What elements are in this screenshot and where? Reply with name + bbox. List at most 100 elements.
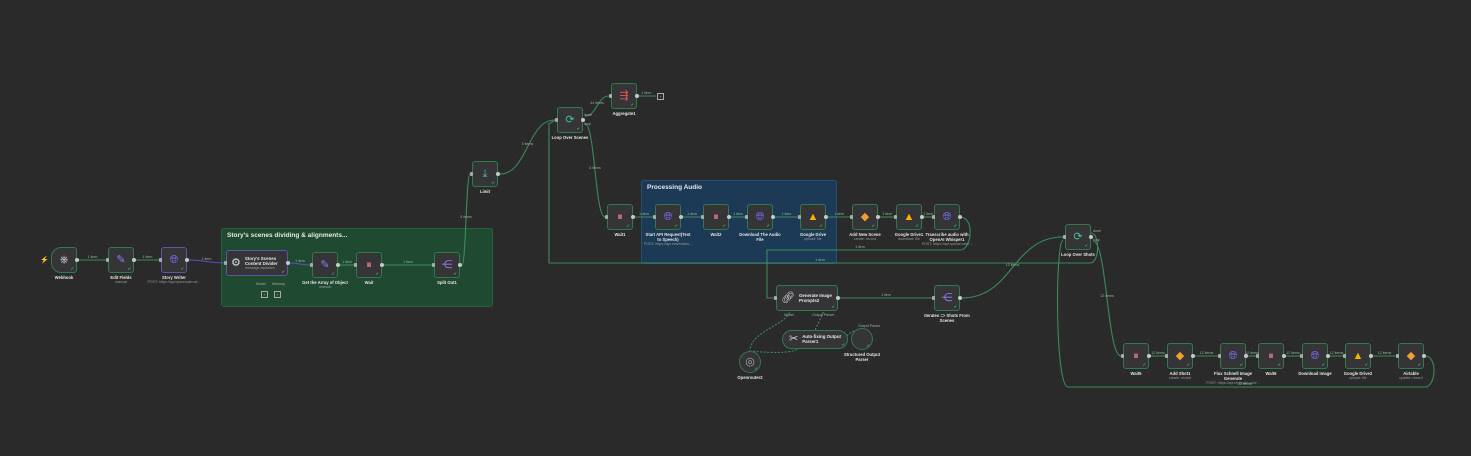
connection[interactable] (1092, 240, 1122, 357)
output-port[interactable] (635, 94, 639, 98)
input-port[interactable] (1256, 354, 1259, 358)
connection[interactable] (584, 95, 610, 117)
node-wait5[interactable]: ⏸︎✔ (1121, 343, 1151, 369)
output-port[interactable] (958, 215, 962, 219)
input-port[interactable] (432, 263, 435, 267)
node-transcribe[interactable]: 🌐︎✔ (932, 204, 962, 230)
add-node-button[interactable]: + (657, 93, 664, 100)
node-structured[interactable]: ✔ (851, 328, 873, 350)
output-port[interactable] (185, 258, 189, 262)
connection[interactable] (499, 119, 556, 175)
connection[interactable] (461, 173, 471, 266)
connection[interactable] (584, 123, 606, 218)
node-wait1[interactable]: ⏸︎✔ (605, 204, 635, 230)
input-port[interactable] (850, 215, 853, 219)
model-connection[interactable] (751, 347, 801, 354)
node-get-array[interactable]: ✎✔ (310, 252, 340, 278)
input-port[interactable] (354, 263, 357, 267)
input-port[interactable] (1396, 354, 1399, 358)
node-loop-scenes[interactable]: ⟳✔ (555, 107, 585, 133)
node-loop-shots[interactable]: ⟳✔ (1063, 224, 1093, 250)
output-port[interactable] (1422, 354, 1426, 358)
input-port[interactable] (106, 258, 109, 262)
output-port[interactable] (1191, 354, 1195, 358)
input-port[interactable] (653, 215, 656, 219)
node-add-shot[interactable]: ◆✔ (1165, 343, 1195, 369)
output-port[interactable] (458, 263, 462, 267)
output-port[interactable] (727, 215, 731, 219)
output-port[interactable] (380, 263, 384, 267)
node-aggregate[interactable]: ⇶✔ (609, 83, 639, 109)
output-port[interactable] (336, 263, 340, 267)
output-port[interactable] (679, 215, 683, 219)
input-port[interactable] (605, 215, 608, 219)
connection[interactable] (766, 216, 971, 299)
output-port[interactable] (836, 296, 840, 300)
node-wait[interactable]: ⏸︎✔ (354, 252, 384, 278)
input-port[interactable] (1063, 235, 1066, 239)
connection[interactable] (289, 262, 311, 266)
add-subnode-button[interactable]: + (274, 291, 281, 298)
input-port[interactable] (555, 118, 558, 122)
output-port[interactable] (1244, 354, 1248, 358)
node-airtable[interactable]: ◆✔ (1396, 343, 1426, 369)
model-connection[interactable] (749, 308, 791, 352)
add-subnode-button[interactable]: + (261, 291, 268, 298)
node-download-image[interactable]: 🌐︎✔ (1300, 343, 1330, 369)
node-gen-prompts[interactable]: 🔗︎Generate Image Prompts2✔ (774, 285, 840, 311)
output-port[interactable] (1089, 235, 1093, 239)
node-wait6[interactable]: ⏸︎✔ (1256, 343, 1286, 369)
input-port[interactable] (224, 261, 227, 265)
input-port[interactable] (310, 263, 313, 267)
output-port[interactable] (496, 172, 500, 176)
connection[interactable] (548, 119, 1099, 264)
input-port[interactable] (159, 258, 162, 262)
output-port[interactable] (132, 258, 136, 262)
output-port[interactable] (920, 215, 924, 219)
input-port[interactable] (774, 296, 777, 300)
output-port[interactable] (1369, 354, 1373, 358)
output-port[interactable] (958, 296, 962, 300)
node-webhook[interactable]: ⎈✔ (51, 247, 79, 273)
output-port[interactable] (1326, 354, 1330, 358)
node-add-scene[interactable]: ◆✔ (850, 204, 880, 230)
output-port[interactable] (75, 258, 79, 262)
parser-connection[interactable] (814, 308, 826, 331)
output-port[interactable] (1147, 354, 1151, 358)
input-port[interactable] (609, 94, 612, 98)
output-port[interactable] (771, 215, 775, 219)
input-port[interactable] (798, 215, 801, 219)
input-port[interactable] (932, 215, 935, 219)
input-port[interactable] (470, 172, 473, 176)
node-gdrive1[interactable]: ▲✔ (894, 204, 924, 230)
node-start-api[interactable]: 🌐︎✔ (653, 204, 683, 230)
node-edit-fields[interactable]: ✎✔ (106, 247, 136, 273)
input-port[interactable] (1121, 354, 1124, 358)
node-limit[interactable]: ⤓✔ (470, 161, 500, 187)
node-story-writer[interactable]: 🌐︎✔ (159, 247, 189, 273)
output-port[interactable] (824, 215, 828, 219)
output-port[interactable] (876, 215, 880, 219)
output-port[interactable] (1282, 354, 1286, 358)
input-port[interactable] (1218, 354, 1221, 358)
output-port[interactable] (581, 118, 585, 122)
connection[interactable] (1056, 239, 1435, 388)
output-port[interactable] (286, 261, 290, 265)
connection[interactable] (188, 259, 225, 264)
output-port[interactable] (631, 215, 635, 219)
node-split-out[interactable]: ⋲✔ (432, 252, 462, 278)
input-port[interactable] (1165, 354, 1168, 358)
node-autofix[interactable]: ✂Auto-fixing Output Parser1✔ (782, 329, 848, 349)
node-download-audio[interactable]: 🌐︎✔ (745, 204, 775, 230)
input-port[interactable] (745, 215, 748, 219)
input-port[interactable] (701, 215, 704, 219)
input-port[interactable] (894, 215, 897, 219)
input-port[interactable] (1300, 354, 1303, 358)
input-port[interactable] (1343, 354, 1346, 358)
node-iterates[interactable]: ⋲✔ (932, 285, 962, 311)
connection[interactable] (961, 236, 1064, 299)
node-gdrive[interactable]: ▲✔ (798, 204, 828, 230)
node-flux[interactable]: 🌐︎✔ (1218, 343, 1248, 369)
node-wait2[interactable]: ⏸︎✔ (701, 204, 731, 230)
